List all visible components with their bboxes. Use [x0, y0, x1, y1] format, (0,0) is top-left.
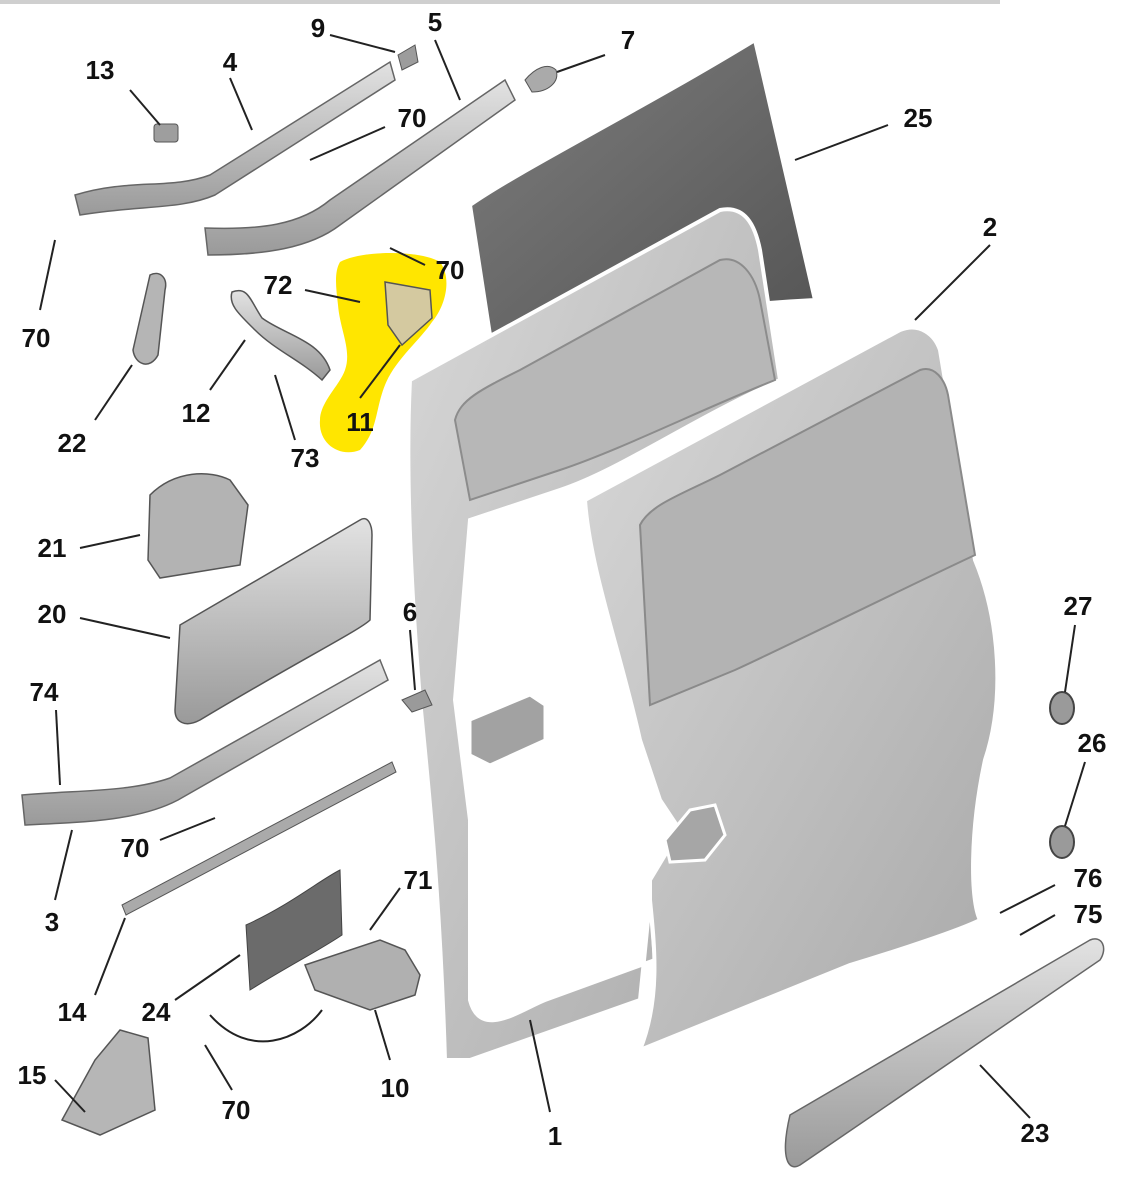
part-15-guide	[60, 1029, 156, 1136]
part-20-handle-cover	[174, 518, 373, 725]
callout-3: 3	[44, 907, 60, 937]
part-1-handle-pocket	[468, 693, 547, 767]
part-23-moulding	[784, 938, 1105, 1168]
callout-4: 4	[222, 47, 238, 77]
callout-14: 14	[57, 997, 87, 1027]
leader-lines	[39, 34, 1086, 1119]
callout-5: 5	[427, 7, 443, 37]
part-22-trim	[132, 272, 167, 365]
callout-70-mid: 70	[120, 833, 150, 863]
top-border	[0, 0, 1000, 4]
callout-23: 23	[1020, 1118, 1050, 1148]
part-11-hinge	[384, 281, 433, 347]
callout-12: 12	[181, 398, 211, 428]
part-24-pad	[245, 869, 343, 991]
callout-11: 11	[346, 407, 374, 437]
callout-73: 73	[290, 443, 320, 473]
callout-2: 2	[982, 212, 998, 242]
callout-26: 26	[1077, 728, 1107, 758]
part-3-lower-rail	[21, 658, 389, 826]
callout-24: 24	[141, 997, 171, 1027]
part-27-grommet	[1049, 691, 1075, 725]
part-7-cap	[524, 65, 558, 93]
callout-76: 76	[1073, 863, 1103, 893]
callout-70-right: 70	[435, 255, 465, 285]
part-5-upper-rail	[204, 78, 516, 256]
callout-7: 7	[620, 25, 636, 55]
callout-1: 1	[547, 1121, 563, 1151]
part-13-clip	[153, 123, 179, 143]
part-1-window-recess	[453, 258, 777, 502]
part-21-handle-block	[147, 473, 249, 579]
callout-13: 13	[85, 55, 115, 85]
callout-70-top: 70	[397, 103, 427, 133]
callout-6: 6	[402, 597, 418, 627]
callout-75: 75	[1073, 899, 1103, 929]
callout-70-bottom: 70	[221, 1095, 251, 1125]
callout-15: 15	[17, 1060, 47, 1090]
part-6-bracket	[401, 689, 433, 713]
part-9-cap	[397, 44, 419, 71]
callout-10: 10	[380, 1073, 410, 1103]
callout-71: 71	[403, 865, 433, 895]
part-12-arm	[230, 289, 331, 382]
callout-20: 20	[37, 599, 67, 629]
part-2-lower-notch	[663, 803, 727, 864]
callout-74: 74	[29, 677, 59, 707]
part-4-upper-rail	[74, 60, 396, 216]
part-10-roller	[304, 939, 421, 1011]
callout-27: 27	[1063, 591, 1093, 621]
callout-72: 72	[263, 270, 293, 300]
part-2-window	[638, 368, 977, 707]
part-26-grommet	[1049, 825, 1075, 859]
callout-21: 21	[37, 533, 67, 563]
callout-70-left: 70	[21, 323, 51, 353]
part-14-strip	[121, 761, 397, 916]
callout-22: 22	[57, 428, 87, 458]
callout-9: 9	[310, 13, 326, 43]
callout-25: 25	[903, 103, 933, 133]
